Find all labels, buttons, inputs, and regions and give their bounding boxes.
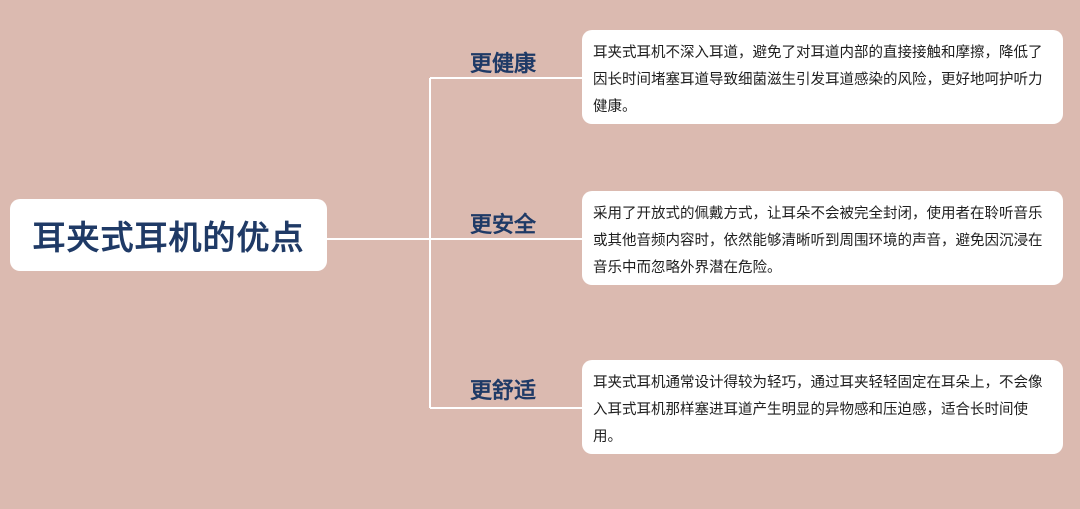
- root-title: 耳夹式耳机的优点: [32, 218, 305, 257]
- detail-text-healthier: 耳夹式耳机不深入耳道，避免了对耳道内部的直接接触和摩擦，降低了因长时间堵塞耳道导…: [593, 45, 1043, 115]
- root-node: 耳夹式耳机的优点: [10, 199, 327, 271]
- branch-label-healthier: 更健康: [470, 52, 537, 77]
- detail-box-healthier: 耳夹式耳机不深入耳道，避免了对耳道内部的直接接触和摩擦，降低了因长时间堵塞耳道导…: [582, 30, 1063, 124]
- branch-label-comfier: 更舒适: [470, 379, 537, 404]
- branch-label-safer: 更安全: [470, 213, 537, 238]
- detail-text-safer: 采用了开放式的佩戴方式，让耳朵不会被完全封闭，使用者在聆听音乐或其他音频内容时，…: [593, 206, 1043, 276]
- detail-text-comfier: 耳夹式耳机通常设计得较为轻巧，通过耳夹轻轻固定在耳朵上，不会像入耳式耳机那样塞进…: [593, 375, 1043, 445]
- detail-box-comfier: 耳夹式耳机通常设计得较为轻巧，通过耳夹轻轻固定在耳朵上，不会像入耳式耳机那样塞进…: [582, 360, 1063, 454]
- detail-box-safer: 采用了开放式的佩戴方式，让耳朵不会被完全封闭，使用者在聆听音乐或其他音频内容时，…: [582, 191, 1063, 285]
